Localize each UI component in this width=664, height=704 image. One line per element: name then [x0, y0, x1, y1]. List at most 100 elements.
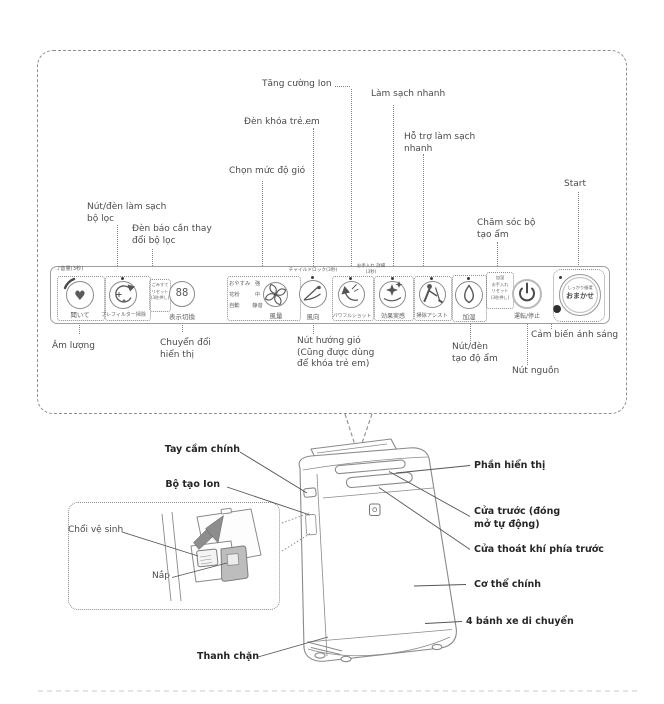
- purifier-line-art: [298, 438, 457, 663]
- leader-main-handle: [239, 451, 308, 494]
- leader-humid-care: [497, 242, 498, 266]
- leader-start: [578, 192, 579, 269]
- unit-door-seam: [322, 487, 434, 499]
- label-display-section: Phần hiển thị: [474, 460, 546, 471]
- effect-led: [391, 277, 394, 280]
- prefilter-label: プレフィルター掃除: [101, 312, 146, 318]
- auto-led: [559, 276, 562, 279]
- clean-assist-button: [419, 281, 446, 308]
- leader-wind-button: [313, 323, 314, 334]
- leader-volume: [79, 323, 80, 334]
- unit-display-strip: [334, 459, 406, 475]
- unit-left-band: [316, 473, 328, 657]
- display-digits: 88: [175, 287, 189, 299]
- unit-wheel-3: [431, 643, 443, 651]
- callout-filter-clean: Nút/đèn làm sạch bộ lọc: [87, 202, 167, 224]
- ion-generator-inset-box: [68, 502, 280, 610]
- label-front-door: Cửa trước (đóng mở tự động): [474, 506, 561, 530]
- callout-quick-clean: Làm sạch nhanh: [371, 89, 446, 99]
- leader-wheels: [424, 621, 463, 624]
- leader-child-lock: [313, 128, 314, 266]
- wind-direction-button: [299, 280, 327, 308]
- callout-power-button: Nút nguồn: [512, 366, 560, 376]
- unit-back-flap: [310, 438, 404, 473]
- display-switch-label: 表示切換: [169, 313, 195, 321]
- label-wheels: 4 bánh xe di chuyển: [466, 616, 574, 627]
- clean-assist-led: [430, 277, 433, 280]
- callout-display-switch: Chuyển đổi hiển thị: [160, 338, 211, 360]
- unit-front-outlet: [345, 471, 413, 489]
- leader-filter-replace: [152, 249, 153, 266]
- leader-ion-boost-h: [335, 86, 350, 87]
- effect-label: 効果実感: [380, 313, 405, 320]
- callout-filter-replace: Đèn báo cần thay đổi bộ lọc: [132, 224, 212, 246]
- volume-note: ♪音量(3秒): [57, 266, 84, 272]
- leader-front-outlet: [378, 487, 471, 550]
- callout-volume: Âm lượng: [52, 341, 95, 351]
- leader-light-sensor: [551, 323, 552, 329]
- display-switch-button: [169, 281, 195, 307]
- callout-start: Start: [564, 179, 586, 189]
- auto-label-line2: おまかせ: [566, 292, 594, 300]
- label-front-outlet: Cửa thoát khí phía trước: [474, 544, 604, 555]
- clean-assist-group: [414, 276, 452, 321]
- leader-quick-clean: [393, 105, 394, 266]
- effect-button: [379, 281, 406, 308]
- leader-front-door: [388, 471, 471, 517]
- unit-stopper-bar: [309, 642, 343, 655]
- dust-reset-note: ごみすて リセット (3秒押し): [149, 279, 171, 312]
- powerful-shot-group: [332, 276, 374, 321]
- unit-handle: [303, 487, 317, 498]
- inset-to-unit-connectors: [281, 512, 312, 552]
- auto-button-group: [553, 269, 605, 322]
- label-cleaning-brush: Chổi vệ sinh: [68, 525, 124, 535]
- label-main-body: Cơ thể chính: [474, 579, 542, 590]
- care-note-line2: (3秒): [365, 270, 377, 275]
- leader-humidity-button: [470, 323, 471, 341]
- unit-ion-hatch: [305, 514, 317, 536]
- humidify-label: 加湿: [462, 313, 476, 321]
- callout-humidifier-care: Chăm sóc bộ tạo ẩm: [477, 218, 536, 240]
- child-lock-note: チャイルドロック(3秒): [288, 268, 338, 273]
- power-button: [512, 279, 542, 309]
- clean-assist-label: 掃除アシスト: [416, 313, 448, 319]
- prefilter-button: [109, 281, 137, 309]
- leader-filter-clean: [117, 225, 118, 266]
- powerful-shot-button: [338, 281, 365, 308]
- leader-ion-boost: [351, 89, 352, 266]
- prefilter-led: [121, 277, 124, 280]
- callout-humidity-button: Nút/đèn tạo độ ẩm: [452, 342, 498, 364]
- listen-button-group: [57, 276, 105, 321]
- humidify-led: [467, 277, 470, 280]
- prefilter-button-group: [105, 276, 151, 321]
- listen-button: [66, 281, 94, 309]
- light-sensor-dot: [553, 305, 561, 313]
- label-stopper: Thanh chặn: [197, 651, 260, 662]
- control-panel-callout-box: [37, 50, 627, 414]
- unit-wheel-1: [314, 652, 326, 659]
- label-main-handle: Tay cầm chính: [164, 444, 240, 455]
- callout-child-lock-light: Đèn khóa trẻ em: [244, 117, 320, 127]
- callout-fan-level: Chọn mức độ gió: [229, 166, 306, 176]
- panel-to-unit-connectors: [344, 413, 373, 450]
- leader-power-button: [527, 323, 528, 365]
- humid-reset-note: 加湿 お手入れ リセット (3秒押し): [486, 272, 514, 309]
- power-label: 運転/停止: [513, 313, 541, 320]
- leader-child-lock-h: [301, 123, 312, 124]
- powerful-shot-led: [349, 277, 352, 280]
- unit-logo-mark: [372, 507, 378, 513]
- fan-speed-label: 風量: [269, 312, 283, 320]
- leader-quick-assist: [423, 154, 424, 266]
- humidify-button: [455, 281, 483, 309]
- unit-back-flap-line: [316, 443, 388, 454]
- unit-top-edge: [302, 456, 429, 471]
- label-ion-generator: Bộ tạo Ion: [165, 479, 220, 490]
- leader-main-body: [413, 584, 467, 587]
- fan-speed-button: [263, 282, 288, 307]
- callout-light-sensor: Cảm biến ánh sáng: [531, 330, 619, 340]
- effect-button-group: [374, 276, 414, 321]
- mode-list-right: 強 中 静音: [252, 281, 263, 309]
- leader-display-switch: [182, 323, 183, 332]
- wind-direction-label: 風向: [306, 313, 320, 321]
